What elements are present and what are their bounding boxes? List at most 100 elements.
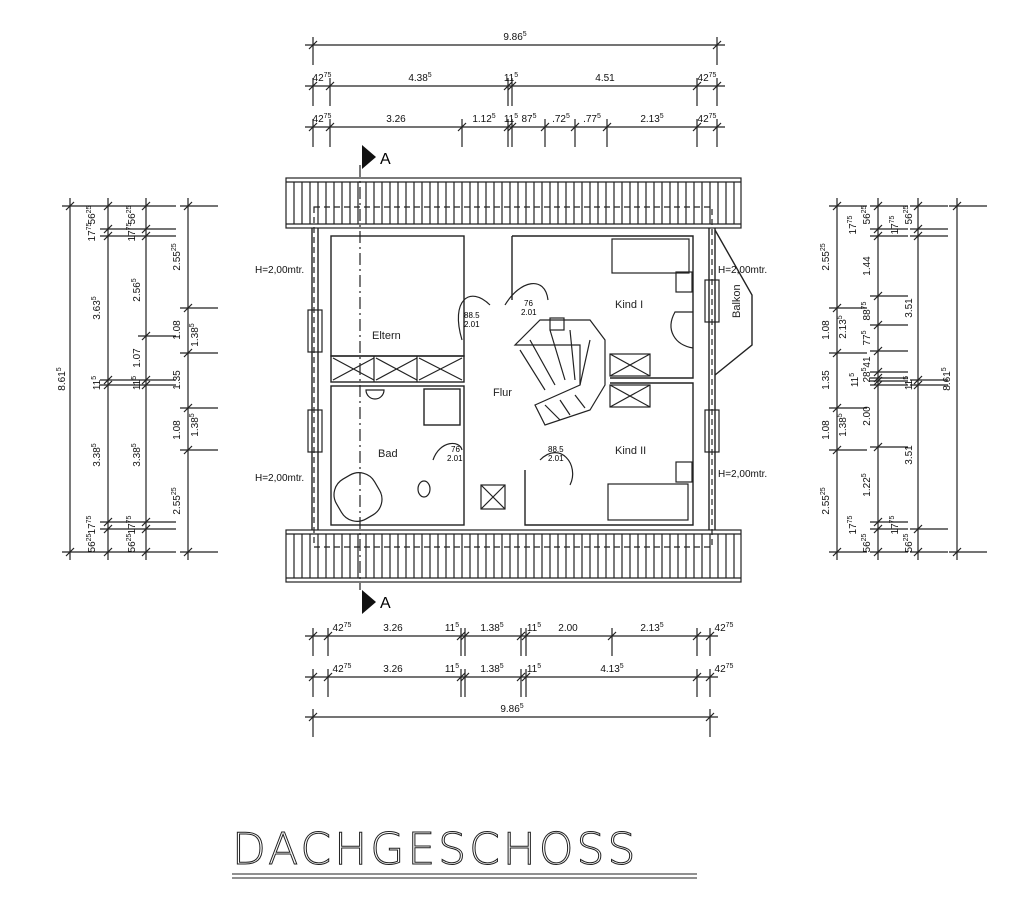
dimension-superscript: 25 bbox=[820, 487, 827, 495]
door-height: 2.01 bbox=[521, 308, 537, 317]
dimension-label: 5625 bbox=[903, 533, 915, 552]
dimension-value: 1.38 bbox=[480, 664, 500, 675]
dimension-superscript: 5 bbox=[514, 113, 518, 120]
dimension-superscript: 5 bbox=[523, 31, 527, 38]
dimension-value: 3.51 bbox=[904, 445, 915, 465]
dimension-tick bbox=[456, 672, 466, 682]
dimension-tick bbox=[141, 517, 151, 527]
door-width: 88.5 bbox=[464, 311, 480, 320]
dimension-superscript: 5 bbox=[620, 663, 624, 670]
dimension-value: 4.51 bbox=[595, 73, 615, 84]
dimension-tick bbox=[692, 122, 702, 132]
dimension-value: 42 bbox=[698, 73, 710, 84]
dimension-value: 3.38 bbox=[92, 447, 103, 467]
dimension-tick bbox=[308, 122, 318, 132]
room-label-flur: Flur bbox=[493, 387, 512, 399]
dimension-label: 2.5525 bbox=[171, 243, 183, 270]
dimension-label: 2.565 bbox=[131, 278, 143, 301]
dimension-tick bbox=[952, 201, 962, 211]
dimension-tick bbox=[460, 672, 470, 682]
dimension-tick bbox=[873, 367, 883, 377]
dimension-superscript: 5 bbox=[597, 113, 601, 120]
dimension-label: 4275 bbox=[333, 622, 352, 634]
dimension-value: 11 bbox=[92, 379, 103, 390]
dimension-label: 115 bbox=[527, 663, 541, 675]
dimension-superscript: 5 bbox=[837, 315, 844, 319]
dimension-tick bbox=[913, 547, 923, 557]
dimension-value: 56 bbox=[862, 541, 873, 553]
dimension-superscript: 75 bbox=[861, 301, 868, 309]
dimension-superscript: 5 bbox=[492, 113, 496, 120]
dimension-tick bbox=[308, 712, 318, 722]
dimension-tick bbox=[323, 631, 333, 641]
dimension-tick bbox=[503, 122, 513, 132]
dimension-tick bbox=[873, 320, 883, 330]
dimension-tick bbox=[308, 672, 318, 682]
dimension-label: 4.51 bbox=[595, 73, 615, 84]
dimension-tick bbox=[952, 547, 962, 557]
dimension-value: 2.00 bbox=[558, 623, 578, 634]
dimension-tick bbox=[457, 122, 467, 132]
dimension-label: 2.135 bbox=[640, 113, 663, 125]
dimension-value: 2.00 bbox=[862, 406, 873, 426]
dimension-tick bbox=[832, 403, 842, 413]
dimension-superscript: 5 bbox=[514, 72, 518, 79]
dimension-tick bbox=[913, 224, 923, 234]
dimension-label: 3.385 bbox=[91, 443, 103, 466]
dimension-superscript: 5 bbox=[566, 113, 570, 120]
dimension-label: 5625 bbox=[903, 205, 915, 224]
dimension-tick bbox=[873, 201, 883, 211]
dimension-superscript: 5 bbox=[837, 413, 844, 417]
dimension-value: 2.55 bbox=[821, 495, 832, 515]
dimension-label: 1775 bbox=[126, 222, 138, 241]
dimension-value: 3.26 bbox=[383, 664, 403, 675]
dimension-value: 8.61 bbox=[57, 371, 68, 391]
dimension-value: 11 bbox=[132, 379, 143, 390]
dimension-label: 3.26 bbox=[383, 664, 403, 675]
dimension-value: 8.61 bbox=[942, 371, 953, 391]
dimension-tick bbox=[712, 81, 722, 91]
dimension-label: 115 bbox=[445, 622, 459, 634]
dimension-label: 4275 bbox=[333, 663, 352, 675]
height-note: H=2,00mtr. bbox=[255, 473, 304, 484]
dimension-label: 1775 bbox=[889, 515, 901, 534]
dimension-tick bbox=[103, 231, 113, 241]
dimension-superscript: 25 bbox=[171, 487, 178, 495]
dimension-label: 4.135 bbox=[600, 663, 623, 675]
dimension-superscript: 75 bbox=[86, 222, 93, 230]
door-width: 76 bbox=[524, 299, 533, 308]
dimension-tick bbox=[692, 631, 702, 641]
dimension-label: 4.385 bbox=[408, 72, 431, 84]
dimension-tick bbox=[308, 631, 318, 641]
dimension-value: 1.38 bbox=[190, 327, 201, 347]
dimension-label: 875 bbox=[521, 113, 536, 125]
dimension-tick bbox=[540, 122, 550, 132]
dimension-label: 1.385 bbox=[837, 413, 849, 436]
dimension-superscript: 5 bbox=[131, 376, 138, 380]
dimension-superscript: 5 bbox=[861, 330, 868, 334]
dimension-tick bbox=[873, 291, 883, 301]
dimension-superscript: 5 bbox=[660, 622, 664, 629]
dimension-tick bbox=[873, 224, 883, 234]
dimension-label: 115 bbox=[131, 376, 143, 390]
dimension-value: 2.55 bbox=[172, 495, 183, 515]
dimension-superscript: 5 bbox=[91, 376, 98, 380]
dimension-value: 17 bbox=[890, 223, 901, 235]
dimension-tick bbox=[103, 201, 113, 211]
dimension-superscript: 5 bbox=[660, 113, 664, 120]
dimension-value: 56 bbox=[87, 213, 98, 225]
dimension-tick bbox=[456, 631, 466, 641]
dimension-label: 1.385 bbox=[189, 323, 201, 346]
dimension-superscript: 5 bbox=[131, 278, 138, 282]
dimension-value: 56 bbox=[862, 213, 873, 225]
dimension-label: 2.00 bbox=[558, 623, 578, 634]
dimension-value: 1.38 bbox=[190, 417, 201, 437]
dimension-value: 1.38 bbox=[838, 417, 849, 437]
dimension-label: 2.135 bbox=[837, 315, 849, 338]
dimension-label: 1775 bbox=[86, 222, 98, 241]
dimension-label: 2.00 bbox=[862, 406, 873, 426]
dimension-tick bbox=[602, 122, 612, 132]
dimension-value: 11 bbox=[527, 623, 538, 634]
dimension-tick bbox=[913, 524, 923, 534]
dimension-value: 1.12 bbox=[472, 114, 492, 125]
